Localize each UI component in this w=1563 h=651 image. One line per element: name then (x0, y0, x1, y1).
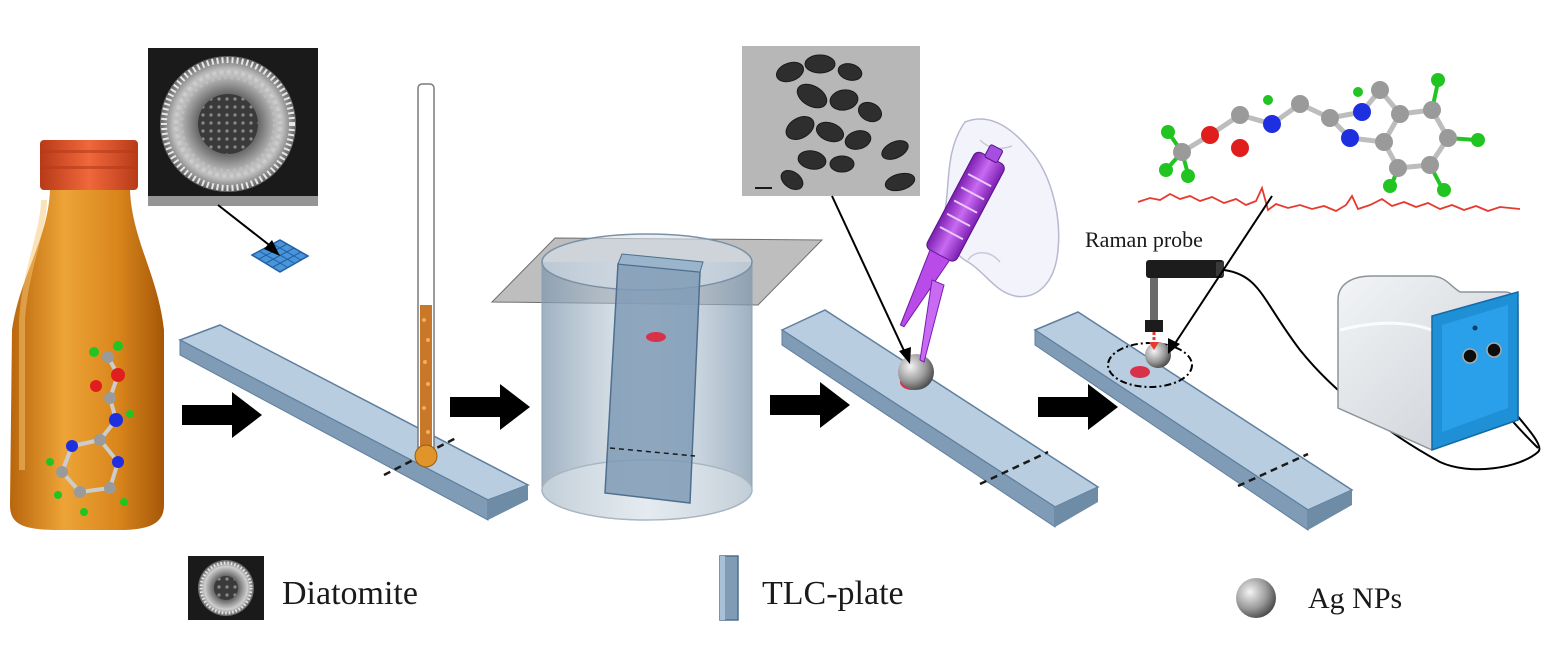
tem-nanoparticle-image (742, 46, 920, 196)
tlc-plate-in-tank (604, 253, 704, 504)
ag-nanoparticle-on-spot (1145, 342, 1171, 368)
legend-tlc-plate-icon (719, 555, 739, 621)
legend-diatomite-icon (188, 556, 264, 620)
tlc-plate-step3 (780, 309, 1100, 528)
sem-diatom-image (148, 48, 318, 206)
legend-ag-nps-icon (1236, 578, 1276, 618)
raman-spectrometer-icon (1337, 275, 1519, 452)
gloved-hand-pipette-icon (899, 118, 1060, 363)
pointer-arrowhead (1168, 338, 1180, 354)
tlc-plate-step1 (178, 239, 530, 521)
pointer-arrowhead (264, 240, 280, 256)
separated-spot (646, 332, 666, 342)
pointer-line (1173, 195, 1273, 346)
legend-tlc-plate-label: TLC-plate (762, 575, 904, 612)
raman-probe-icon (1145, 260, 1224, 350)
pointer-arrowhead (899, 347, 911, 364)
bottle-molecule-icon (46, 341, 134, 516)
process-arrow-icon (182, 382, 1118, 438)
probe-cable (1223, 269, 1541, 471)
developing-tank-icon (490, 233, 824, 521)
juice-bottle-icon (10, 140, 164, 530)
pointer-line (831, 195, 907, 356)
raman-spectrum-icon (1137, 185, 1521, 213)
ag-nanoparticle-drop (898, 354, 934, 390)
legend-diatomite-label: Diatomite (282, 575, 418, 612)
capillary-tube-icon (414, 83, 438, 468)
legend: Diatomite TLC-plate Ag NPs (188, 555, 1402, 621)
tlc-plate-step4 (1033, 311, 1354, 531)
raman-probe-label: Raman probe (1085, 227, 1203, 252)
pointer-line (217, 204, 274, 249)
molecule-structure-icon (1159, 73, 1485, 197)
legend-ag-nps-label: Ag NPs (1308, 582, 1402, 615)
